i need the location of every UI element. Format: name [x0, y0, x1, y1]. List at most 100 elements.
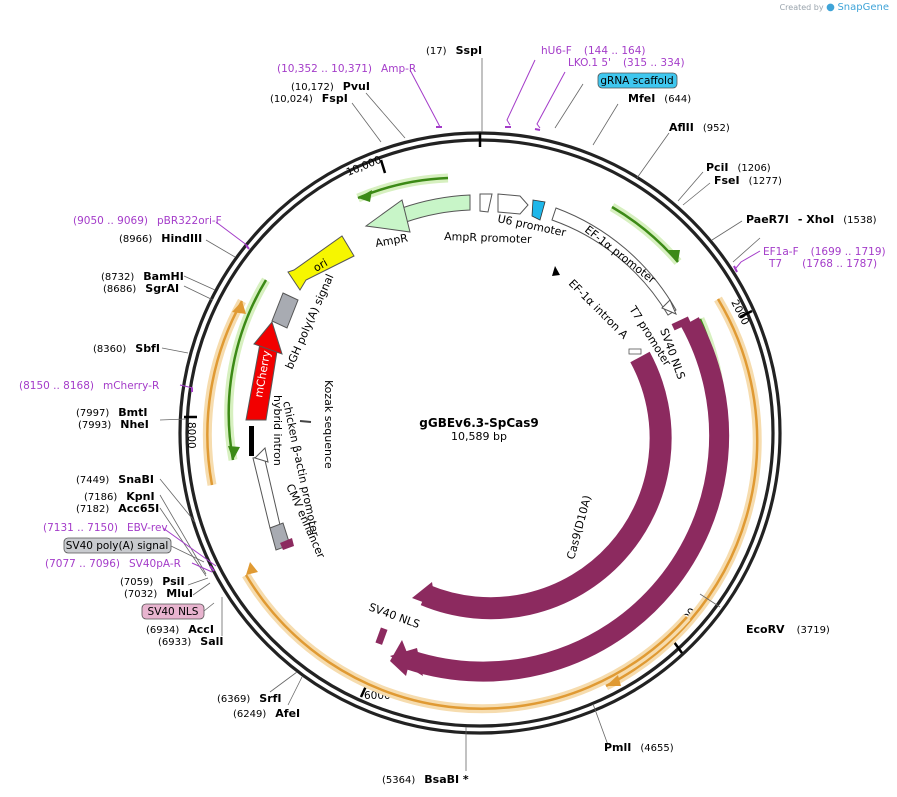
- site-name-bamhi: BamHI: [143, 270, 184, 283]
- ampr-label: AmpR: [374, 231, 409, 250]
- plasmid-size: 10,589 bp: [451, 430, 507, 443]
- site-pos-pmli: (4655): [640, 743, 673, 754]
- site-name-mfei: MfeI: [628, 92, 655, 105]
- svg-text:AflII(952): AflII (952): [669, 121, 730, 134]
- site-name-ecorv: EcoRV: [746, 623, 785, 636]
- ampr-promoter-feature: [479, 193, 493, 213]
- site-pos-srfi: (6369): [217, 694, 250, 705]
- primer-range-hu6f: (144 .. 164): [584, 45, 646, 57]
- sv40-nls-top-feature: [671, 316, 691, 331]
- site-name-sbfi: SbfI: [135, 342, 160, 355]
- primer-name-ampr: Amp-R: [381, 63, 416, 75]
- kozak-label: Kozak sequence: [322, 380, 335, 469]
- svg-text:hU6-F(144 .. 164): hU6-F(144 .. 164): [541, 45, 646, 57]
- svg-text:(7032)MluI: (7032)MluI: [124, 587, 193, 600]
- svg-text:T7(1768 .. 1787): T7(1768 .. 1787): [768, 258, 877, 270]
- site-name-nhei: NheI: [120, 418, 149, 431]
- snapgene-logo-icon: ●: [826, 2, 835, 13]
- site-name-bsabi: BsaBI *: [424, 773, 469, 786]
- primer-range-mcherryr: (8150 .. 8168): [19, 380, 94, 392]
- primer-name-ebvrev: EBV-rev: [127, 522, 168, 534]
- svg-text:(10,352 .. 10,371)Amp-R: (10,352 .. 10,371)Amp-R: [277, 63, 416, 75]
- site-pos-sali: (6933): [158, 637, 191, 648]
- svg-text:FseI(1277): FseI(1277): [714, 174, 782, 187]
- svg-text:EF1a-F(1699 .. 1719): EF1a-F(1699 .. 1719): [763, 246, 886, 258]
- sv40-nls-bottom-label: SV40 NLS: [367, 601, 422, 631]
- svg-text:(7186)KpnI: (7186)KpnI: [84, 490, 155, 503]
- svg-text:(7997)BmtI: (7997) BmtI: [76, 406, 147, 419]
- primer-name-ef1af: EF1a-F: [763, 246, 799, 258]
- sv40-nls-left-feature: [280, 538, 294, 550]
- cas9-arrowhead: [390, 648, 423, 676]
- site-name-acci: AccI: [188, 623, 214, 636]
- snapgene-credit: Created by ● SnapGene: [780, 2, 889, 13]
- svg-text:PaeR7I- XhoI(1538): PaeR7I- XhoI(1538): [746, 213, 877, 226]
- cas9-d10a-label: Cas9(D10A): [564, 494, 594, 561]
- site-pos-pvui: (10,172): [291, 82, 334, 93]
- tick-10000: [379, 159, 387, 174]
- svg-text:(7131 .. 7150)EBV-rev: (7131 .. 7150) EBV-rev: [43, 522, 168, 534]
- site-pos-aflii: (952): [703, 123, 730, 134]
- primer-leaders: [162, 59, 761, 573]
- sv40-nls-box: [141, 603, 205, 620]
- svg-text:(8150 .. 8168)mCherry-R: (8150 .. 8168)mCherry-R: [19, 380, 159, 392]
- primer-range-sv40par: (7077 .. 7096): [45, 558, 120, 570]
- svg-text:(9050 .. 9069)pBR322ori-F: (9050 .. 9069) pBR322ori-F: [73, 215, 222, 227]
- svg-text:(7077 .. 7096)SV40pA-R: (7077 .. 7096)SV40pA-R: [45, 558, 181, 570]
- site-pos-psii: (7059): [120, 577, 153, 588]
- sv40-polya-label: SV40 poly(A) signal: [66, 540, 169, 552]
- site-name-psii: PsiI: [162, 575, 184, 588]
- site-pos-fsei: (1277): [749, 176, 782, 187]
- primer-range-pbr322: (9050 .. 9069): [73, 215, 148, 227]
- site-name-acc65i: Acc65I: [118, 502, 159, 515]
- hybrid-intron-label: hybrid intron: [271, 395, 284, 466]
- site-pos-acci: (6934): [146, 625, 179, 636]
- ori-feature: ori: [287, 235, 355, 291]
- grna-scaffold-feature: [531, 199, 546, 221]
- site-pos-paer7i: (1538): [843, 215, 876, 226]
- svg-text:(6249)AfeI: (6249)AfeI: [233, 707, 300, 720]
- site-name-afei: AfeI: [275, 707, 300, 720]
- site-name-aflii: AflII: [669, 121, 694, 134]
- ruler-ticks: [184, 133, 753, 698]
- site-pos-bmti: (7997): [76, 408, 109, 419]
- ampr-promoter-label: AmpR promoter: [444, 230, 532, 246]
- site-name-hindiii: HindIII: [161, 232, 202, 245]
- bgh-label: bGH poly(A) signal: [283, 272, 337, 371]
- site-pos-fspi: (10,024): [270, 94, 313, 105]
- svg-text:(8360)SbfI: (8360) SbfI: [93, 342, 160, 355]
- svg-text:(7993)NheI: (7993)NheI: [78, 418, 149, 431]
- svg-text:MfeI(644): MfeI(644): [628, 92, 691, 105]
- svg-text:LKO.1 5'(315 .. 334): LKO.1 5'(315 .. 334): [568, 57, 685, 69]
- svg-text:PciI(1206): PciI(1206): [706, 161, 771, 174]
- svg-text:EcoRV(3719): EcoRV(3719): [746, 623, 830, 636]
- site-pos-sspi: (17): [426, 46, 447, 57]
- site-pos-mlui: (7032): [124, 589, 157, 600]
- grna-scaffold-label: gRNA scaffold: [600, 75, 673, 87]
- site-pos-bamhi: (8732): [101, 272, 134, 283]
- plasmid-name: gGBEv6.3-SpCas9: [419, 416, 538, 430]
- svg-text:(7449)SnaBI: (7449)SnaBI: [76, 473, 154, 486]
- t7-promoter-feature: [628, 348, 642, 355]
- ef1a-intron-marker: [552, 266, 560, 276]
- cba-promoter-feature: [252, 455, 281, 529]
- tick-4000: [672, 641, 684, 654]
- site-pos-kpni: (7186): [84, 492, 117, 503]
- site-name-srfi: SrfI: [259, 692, 281, 705]
- primer-ticks: [191, 126, 738, 572]
- svg-text:(10,024)FspI: (10,024)FspI: [270, 92, 348, 105]
- bgh-polya-feature: [271, 292, 299, 329]
- svg-text:(8686)SgrAI: (8686)SgrAI: [103, 282, 179, 295]
- primer-name-pbr322: pBR322ori-F: [157, 215, 222, 227]
- site-labels: (17) SspI MfeI(644) AflII(952) PciI(1206…: [76, 44, 877, 786]
- sv40-nls-box-label: SV40 NLS: [148, 606, 199, 618]
- boxed-labels: gRNA scaffold SV40 poly(A) signal SV40 N…: [63, 72, 678, 620]
- site-pos-sbfi: (8360): [93, 344, 126, 355]
- credit-brand: SnapGene: [837, 2, 889, 13]
- svg-text:(6934)AccI: (6934) AccI: [146, 623, 214, 636]
- site-name-bmti: BmtI: [118, 406, 147, 419]
- site-name-pmli: PmlI: [604, 741, 631, 754]
- svg-text:(7182)Acc65I: (7182)Acc65I: [76, 502, 159, 515]
- svg-text:(6933)SalI: (6933)SalI: [158, 635, 223, 648]
- primer-range-ebvrev: (7131 .. 7150): [43, 522, 118, 534]
